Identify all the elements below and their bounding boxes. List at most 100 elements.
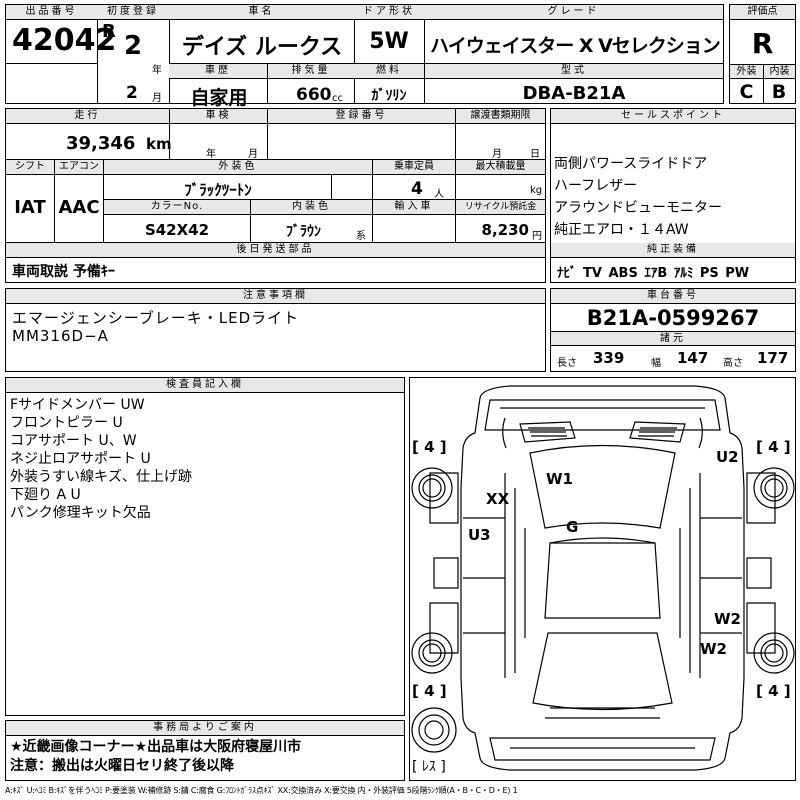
interior-color-unit: 系 [356, 231, 366, 242]
interior-label: 内装 [763, 64, 795, 79]
interior-color-label: 内装色 [251, 200, 372, 215]
sales-point: ハーフレザー [554, 178, 638, 194]
grade-label: グレード [424, 5, 723, 20]
sales-point: アラウンドビューモニター [554, 200, 722, 216]
color-label: 外装色 [104, 160, 372, 175]
equip-item: ｱﾙﾐ [673, 266, 694, 281]
inspection-label: 車検 [170, 109, 267, 124]
damage-mark: U2 [716, 448, 739, 466]
header-block: 出品番号 42042 初度登録 R 2 年 2 月 車名 デイズ ルークス ドア… [5, 4, 724, 109]
inspector-line: 下廻り A U [10, 487, 81, 503]
color: ﾌﾞﾗｯｸﾂｰﾄﾝ [184, 181, 252, 199]
inspector-line: 外装うすい線キズ、仕上げ跡 [10, 469, 192, 485]
tire-circles [411, 467, 795, 753]
first-reg-label: 初度登録 [97, 5, 169, 20]
sales-point: 両側パワースライドドア [554, 156, 708, 172]
damage-mark: XX [486, 490, 510, 508]
spare-tire: [ ﾚｽ ] [412, 759, 446, 775]
reg-month: 2 [126, 83, 138, 103]
era: R [102, 21, 116, 42]
capacity-label: 乗車定員 [373, 160, 455, 175]
sales-points: 両側パワースライドドア ハーフレザー アラウンドビューモニター 純正エアロ・１４… [554, 153, 722, 241]
damage-mark: W1 [546, 470, 573, 488]
lot-number: 42042 [12, 23, 117, 58]
displacement-label: 排気量 [268, 64, 354, 79]
recycle: 8,230 [481, 221, 529, 239]
shift: IAT [14, 197, 46, 218]
office-line: 注意：搬出は火曜日セリ終了後以降 [10, 758, 234, 774]
ac: AAC [58, 197, 100, 218]
equip-item: PW [725, 266, 750, 281]
inspector-block: 検査員記入欄 Fサイドメンバー UW フロントピラー U コアサポート U、W … [5, 377, 405, 716]
model-code: DBA-B21A [522, 83, 626, 104]
car-diagram: [ 4 ] [ 4 ] [ 4 ] [ 4 ] [ ﾚｽ ] W1 XX U2 … [409, 377, 796, 781]
office-line: ★近畿画像コーナー★出品車は大阪府寝屋川市 [10, 739, 302, 755]
ac-label: エアコン [55, 160, 103, 175]
inspector-line: パンク修理キット欠品 [10, 505, 151, 521]
type-label: 型式 [425, 64, 723, 79]
capacity: 4 [411, 179, 423, 199]
equip-item: PS [699, 266, 719, 281]
note-line: エマージェンシーブレーキ・LEDライト [12, 309, 300, 327]
length-label: 長さ [557, 358, 577, 369]
recycle-unit: 円 [532, 231, 542, 242]
import-label: 輸入車 [373, 200, 455, 215]
legend: A:ｷｽﾞ U:ﾍｺﾐ B:ｷｽﾞを伴うﾍｺﾐ P:要塗装 W:補修跡 S:錆 … [5, 786, 518, 795]
door-type: 5W [369, 29, 409, 54]
displacement-unit: cc [332, 93, 343, 104]
width: 147 [677, 349, 709, 367]
score: R [751, 27, 774, 60]
chassis-block: 車台番号 B21A-0599267 諸元 長さ 339 幅 147 高さ 177 [550, 288, 796, 372]
load-unit: kg [530, 185, 543, 196]
capacity-unit: 人 [434, 189, 444, 200]
exterior-grade: C [739, 81, 754, 103]
interior-grade: B [771, 81, 787, 103]
office-block: 事務局よりご案内 ★近畿画像コーナー★出品車は大阪府寝屋川市 注意：搬出は火曜日… [5, 720, 405, 781]
transfer-month-unit: 月 [492, 149, 502, 160]
inspector-notes: Fサイドメンバー UW フロントピラー U コアサポート U、W ネジ止ロアサポ… [10, 396, 192, 522]
recycle-label: リサイクル預託金 [456, 200, 545, 215]
sales-label: セールスポイント [551, 109, 795, 124]
exterior-label: 外装 [730, 64, 763, 79]
load-label: 最大積載量 [456, 160, 545, 175]
inspector-label: 検査員記入欄 [6, 378, 404, 393]
tire-tread-front-left: [ 4 ] [412, 438, 447, 456]
insp-year-unit: 年 [206, 149, 216, 160]
plate-label: 登録番号 [268, 109, 455, 124]
later-parts-label: 後日発送部品 [6, 243, 545, 258]
transfer-label: 譲渡書類期限 [456, 109, 545, 124]
inspector-line: Fサイドメンバー UW [10, 397, 145, 413]
height-label: 高さ [723, 358, 743, 369]
length: 339 [593, 349, 625, 367]
model-label: 車名 [169, 5, 354, 20]
notes-label: 注意事項欄 [6, 289, 545, 304]
lot-label: 出品番号 [6, 5, 97, 20]
interior-color: ﾌﾞﾗｳﾝ [286, 224, 321, 240]
inspector-line: ネジ止ロアサポート U [10, 451, 151, 467]
note-line: MM316D−A [12, 327, 109, 345]
tire-tread-rear-right: [ 4 ] [756, 682, 791, 700]
width-label: 幅 [651, 358, 661, 369]
grade: ハイウェイスター X Vセレクション [430, 35, 721, 57]
history: 自家用 [190, 87, 248, 109]
insp-month-unit: 月 [248, 149, 258, 160]
door-label: ドア形状 [354, 5, 424, 20]
score-label: 評価点 [730, 5, 795, 20]
year-unit: 年 [152, 65, 162, 76]
mileage: 39,346 [66, 133, 136, 154]
car-outline-diagram [411, 385, 795, 771]
sales-block: セールスポイント 両側パワースライドドア ハーフレザー アラウンドビューモニター… [550, 108, 796, 283]
fuel-label: 燃料 [354, 64, 424, 79]
chassis-label: 車台番号 [551, 289, 795, 304]
equipment-list: ﾅﾋﾞ TV ABS ｴｱB ｱﾙﾐ PS PW [557, 262, 749, 281]
equip-item: ｴｱB [644, 266, 668, 281]
mileage-unit: km [146, 135, 172, 153]
height: 177 [757, 349, 789, 367]
notes-block: 注意事項欄 エマージェンシーブレーキ・LEDライト MM316D−A [5, 288, 546, 372]
sales-point: 純正エアロ・１４AW [554, 222, 689, 238]
score-block: 評価点 R 外装 内装 C B [729, 4, 796, 104]
equip-label: 純正装備 [551, 243, 795, 258]
mileage-label: 走行 [6, 109, 169, 124]
tire-tread-rear-left: [ 4 ] [412, 682, 447, 700]
tire-tread-front-right: [ 4 ] [756, 438, 791, 456]
